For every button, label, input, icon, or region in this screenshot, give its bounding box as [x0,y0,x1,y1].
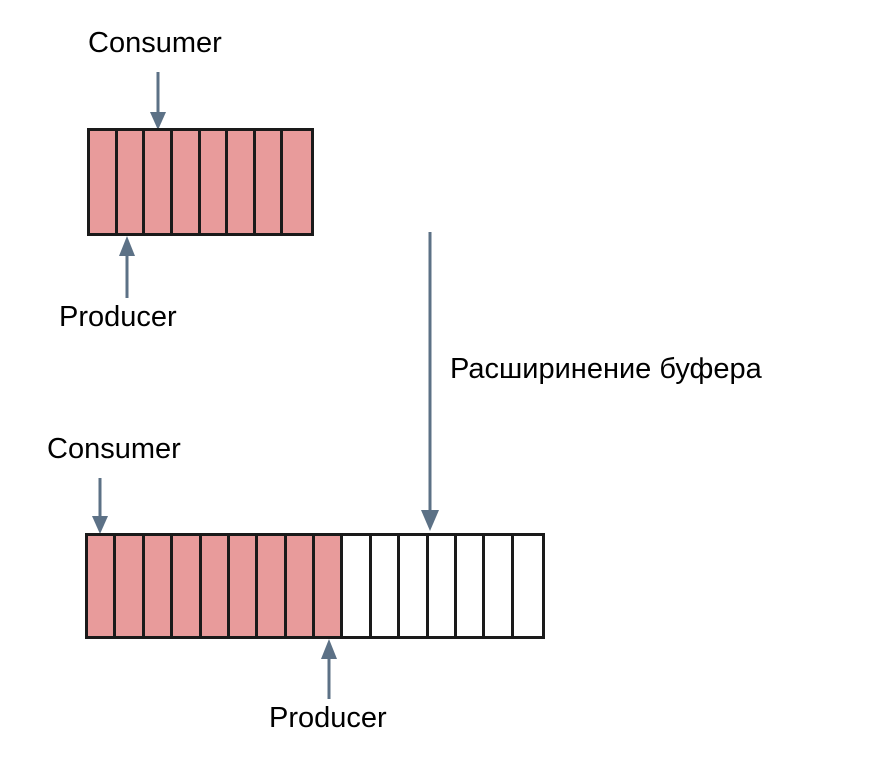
top-consumer-label: Consumer [88,27,222,59]
top-buffer [87,128,314,236]
buffer-cell [144,536,174,636]
buffer-cell [201,536,230,636]
top-producer-arrow [119,236,135,298]
buffer-cell [228,131,256,233]
bottom-producer-label: Producer [269,702,387,734]
buffer-cell [172,131,201,233]
buffer-cell [513,536,542,636]
buffer-cell [428,536,457,636]
bottom-consumer-label: Consumer [47,433,181,465]
bottom-producer-arrow [321,639,337,699]
buffer-cell [283,131,311,233]
buffer-cell [400,536,429,636]
buffer-cell [173,536,202,636]
buffer-cell [485,536,514,636]
buffer-cell [255,131,284,233]
buffer-cell [145,131,173,233]
buffer-expansion-arrow [421,232,439,531]
buffer-cell [456,536,486,636]
buffer-cell [117,131,146,233]
top-producer-label: Producer [59,301,177,333]
buffer-cell [88,536,117,636]
buffer-cell [371,536,401,636]
buffer-cell [286,536,315,636]
buffer-cell [116,536,145,636]
buffer-cell [315,536,344,636]
bottom-consumer-arrow [92,478,108,534]
buffer-expansion-label: Расширинение буфера [450,353,762,385]
buffer-cell [90,131,118,233]
buffer-cell [258,536,287,636]
buffer-cell [200,131,229,233]
bottom-buffer [85,533,545,639]
buffer-cell [229,536,259,636]
buffer-cell [343,536,372,636]
top-consumer-arrow [150,72,166,130]
